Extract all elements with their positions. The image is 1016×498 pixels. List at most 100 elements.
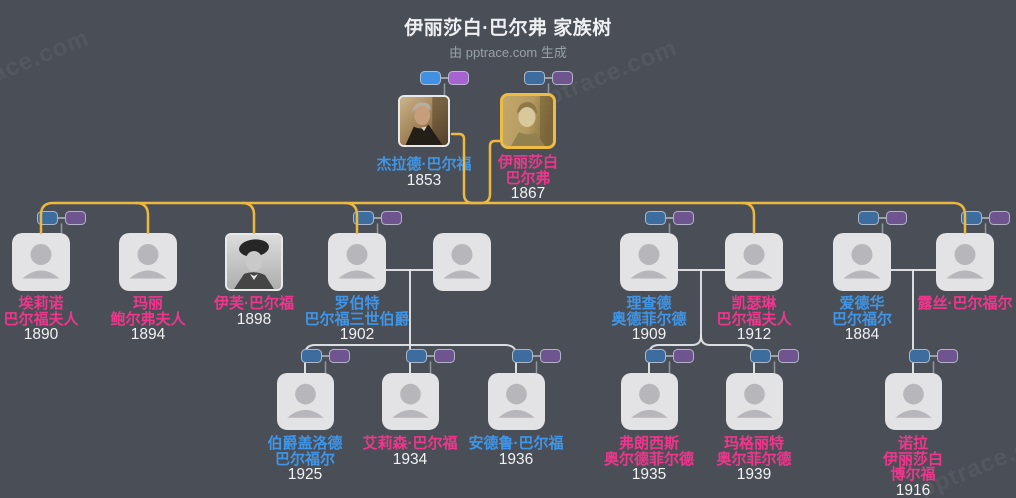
- person-name-line: 巴尔福三世伯爵: [304, 310, 410, 328]
- parents-toggle-robert[interactable]: [353, 211, 402, 225]
- birth-year: 1898: [236, 310, 272, 328]
- person-photo-elizabeth-balfour[interactable]: [500, 93, 556, 149]
- mother-chip-icon[interactable]: [540, 349, 561, 363]
- parents-toggle-margaret[interactable]: [750, 349, 799, 363]
- father-chip-icon[interactable]: [353, 211, 374, 225]
- mother-chip-icon[interactable]: [937, 349, 958, 363]
- person-name-line: 理查德: [626, 295, 672, 312]
- chip-connector-line: [440, 77, 449, 79]
- person-photo-alison-avatar[interactable]: [381, 373, 439, 430]
- chip-connector-line: [929, 355, 938, 357]
- father-chip-icon[interactable]: [961, 211, 982, 225]
- parents-toggle-gerald-2[interactable]: [301, 349, 350, 363]
- person-photo-robert-spouse-avatar[interactable]: [433, 233, 491, 291]
- person-name-line: 罗伯特: [334, 295, 380, 312]
- parents-toggle-eleanor[interactable]: [37, 211, 86, 225]
- person-name-line: 伊芙·巴尔福: [214, 295, 294, 312]
- person-label-ruth: 露丝·巴尔福尔: [918, 296, 1013, 312]
- parents-toggle-gerald-balfour[interactable]: [420, 71, 469, 85]
- parents-toggle-frances[interactable]: [645, 349, 694, 363]
- generated-by-caption: 由 pptrace.com 生成: [449, 45, 567, 60]
- mother-chip-icon[interactable]: [552, 71, 573, 85]
- birth-year: 1936: [498, 450, 534, 468]
- chip-connector-line: [321, 355, 330, 357]
- chip-connector-line: [532, 355, 541, 357]
- person-photo-katherine-avatar[interactable]: [725, 233, 783, 291]
- parents-toggle-richard[interactable]: [645, 211, 694, 225]
- father-chip-icon[interactable]: [645, 211, 666, 225]
- birth-year: 1894: [130, 326, 166, 343]
- mother-chip-icon[interactable]: [381, 211, 402, 225]
- person-photo-edward-avatar[interactable]: [833, 233, 891, 291]
- father-chip-icon[interactable]: [512, 349, 533, 363]
- birth-year: 1853: [406, 171, 442, 189]
- person-photo-margaret-avatar[interactable]: [725, 373, 783, 430]
- person-photo-gerald-balfour[interactable]: [398, 95, 450, 147]
- page-title: 伊丽莎白·巴尔弗 家族树: [404, 18, 612, 39]
- father-chip-icon[interactable]: [37, 211, 58, 225]
- parents-toggle-alison[interactable]: [406, 349, 455, 363]
- father-chip-icon[interactable]: [301, 349, 322, 363]
- mother-chip-icon[interactable]: [65, 211, 86, 225]
- father-chip-icon[interactable]: [524, 71, 545, 85]
- father-chip-icon[interactable]: [909, 349, 930, 363]
- birth-year: 1884: [844, 326, 880, 343]
- person-name-line: 博尔福: [890, 466, 936, 483]
- mother-chip-icon[interactable]: [989, 211, 1010, 225]
- person-photo-nora-avatar[interactable]: [884, 373, 942, 430]
- mother-chip-icon[interactable]: [886, 211, 907, 225]
- parents-toggle-nora[interactable]: [909, 349, 958, 363]
- person-name-line: 露丝·巴尔福尔: [917, 295, 1013, 312]
- person-name-line: 艾莉森·巴尔福: [362, 435, 458, 452]
- person-name-line: 巴尔福尔: [274, 450, 336, 468]
- birth-year: 1916: [895, 481, 931, 498]
- father-chip-icon[interactable]: [420, 71, 441, 85]
- person-photo-eve[interactable]: [225, 233, 283, 291]
- person-photo-gerald-2-avatar[interactable]: [276, 373, 334, 430]
- father-chip-icon[interactable]: [645, 349, 666, 363]
- mother-chip-icon[interactable]: [434, 349, 455, 363]
- parents-toggle-andrew[interactable]: [512, 349, 561, 363]
- person-name-line: 埃莉诺: [18, 295, 64, 312]
- person-name-line: 伊丽莎白: [882, 450, 944, 468]
- mother-chip-icon[interactable]: [448, 71, 469, 85]
- person-photo-ruth-avatar[interactable]: [936, 233, 994, 291]
- chip-connector-line: [981, 217, 990, 219]
- chip-connector-line: [544, 77, 553, 79]
- parents-toggle-ruth[interactable]: [961, 211, 1010, 225]
- father-chip-icon[interactable]: [750, 349, 771, 363]
- father-chip-icon[interactable]: [858, 211, 879, 225]
- person-name-line: 奥尔德菲尔德: [603, 450, 695, 468]
- birth-year: 1867: [510, 185, 546, 202]
- person-name-line: 玛格丽特: [723, 435, 785, 452]
- mother-chip-icon[interactable]: [673, 349, 694, 363]
- person-name-line: 巴尔福夫人: [716, 310, 792, 328]
- mother-chip-icon[interactable]: [673, 211, 694, 225]
- mother-chip-icon[interactable]: [329, 349, 350, 363]
- mother-chip-icon[interactable]: [778, 349, 799, 363]
- person-photo-mary-avatar[interactable]: [119, 233, 177, 291]
- father-chip-icon[interactable]: [406, 349, 427, 363]
- parents-toggle-elizabeth-balfour[interactable]: [524, 71, 573, 85]
- person-name-line: 伊丽莎白: [497, 154, 559, 171]
- person-photo-eleanor-avatar[interactable]: [12, 233, 70, 291]
- birth-year: 1934: [392, 450, 428, 468]
- person-name-line: 凯瑟琳: [731, 295, 777, 312]
- parents-toggle-edward[interactable]: [858, 211, 907, 225]
- person-photo-richard-avatar[interactable]: [620, 233, 678, 291]
- person-photo-frances-avatar[interactable]: [620, 373, 678, 430]
- birth-year: 1925: [287, 466, 323, 483]
- person-photo-andrew-avatar[interactable]: [487, 373, 545, 430]
- person-photo-robert-avatar[interactable]: [328, 233, 386, 291]
- person-name-line: 奥德菲尔德: [611, 310, 687, 328]
- person-name-line: 巴尔福尔: [831, 310, 893, 328]
